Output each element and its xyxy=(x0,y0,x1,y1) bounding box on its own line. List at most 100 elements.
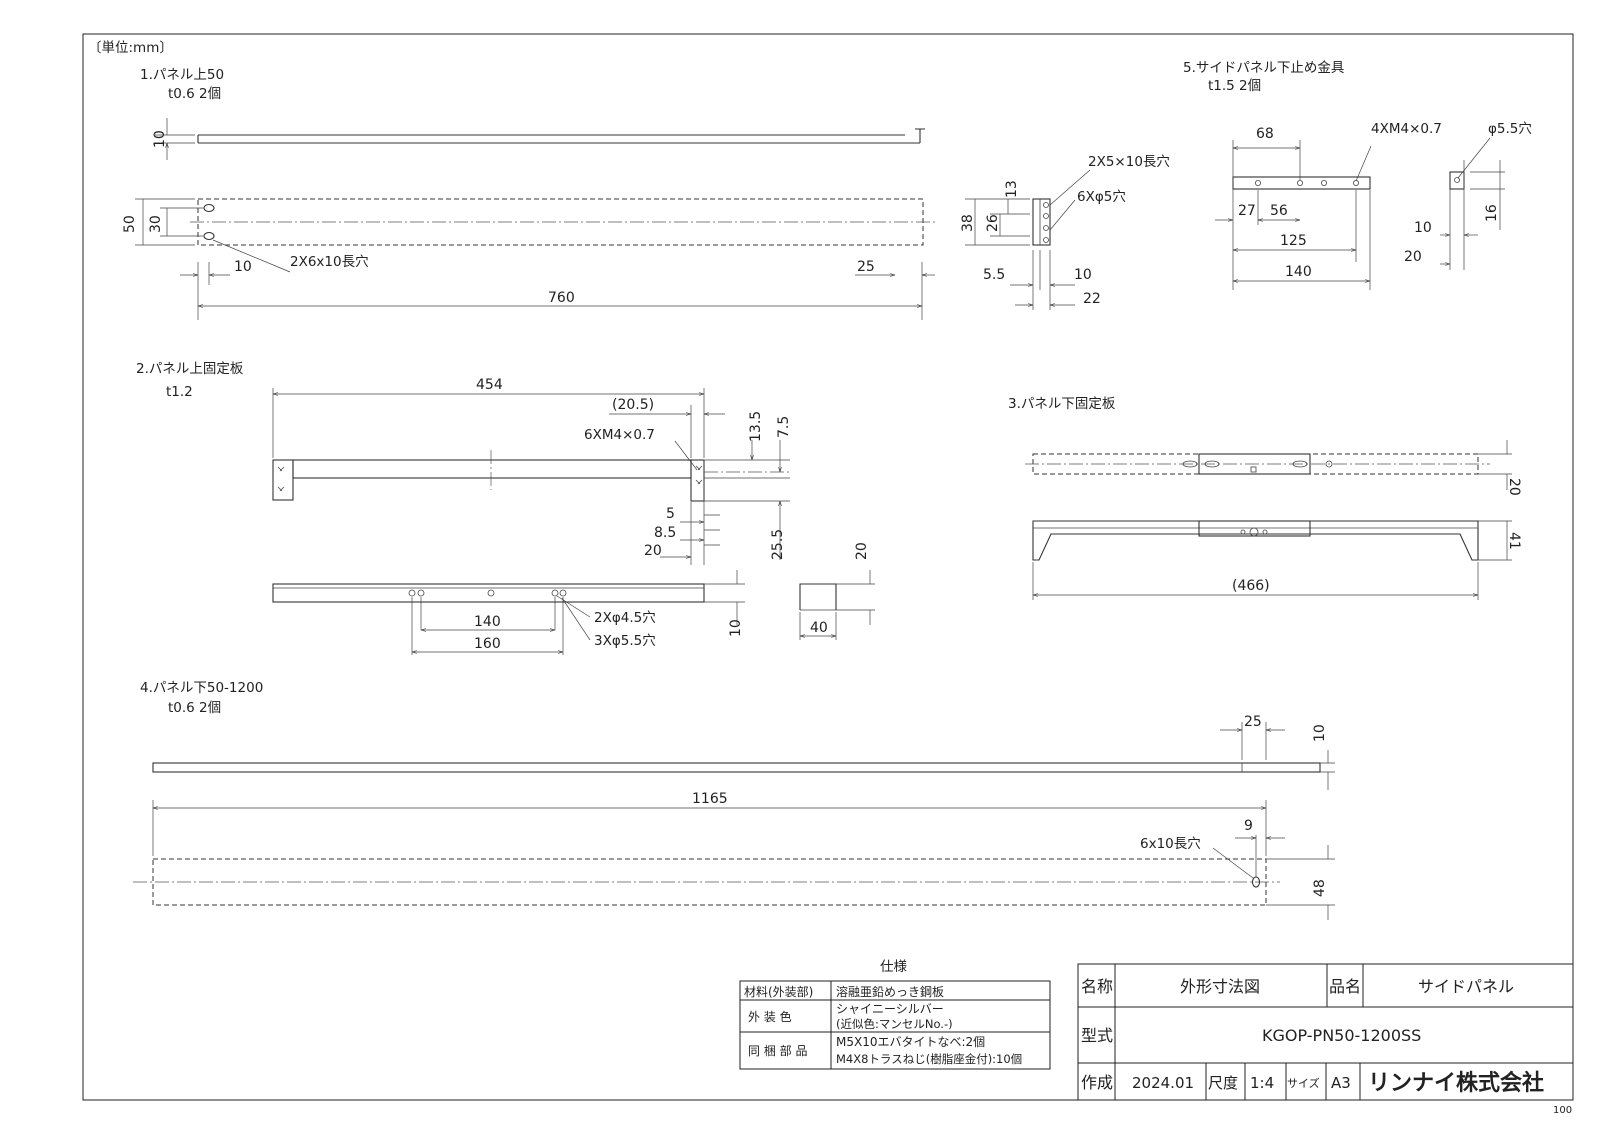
part-2-side-ext xyxy=(799,570,875,640)
part-2-spec: t1.2 xyxy=(166,384,193,400)
unit-note: 〔単位:mm〕 xyxy=(88,40,173,56)
part-2-dim-5-text: 5 xyxy=(666,506,675,522)
part-5-dim-27-text: 27 xyxy=(1238,203,1256,219)
part-2-hole-leader-2 xyxy=(561,597,591,641)
part-2-dim-255-text: 25.5 xyxy=(770,529,786,560)
part-3-title: 3.パネル下固定板 xyxy=(1008,396,1116,412)
part-1-dim-d25: 25 xyxy=(857,259,875,275)
tb-name-value: 外形寸法図 xyxy=(1180,977,1260,996)
part-5-tap-4 xyxy=(1353,179,1360,186)
part-3-front-hole-3 xyxy=(1262,529,1268,535)
part-2-side-piece xyxy=(799,583,837,610)
drawing-frame xyxy=(82,33,1574,1101)
part-5-tap-2 xyxy=(1297,179,1304,186)
part-1-slot-lower xyxy=(203,231,215,241)
part-5-tap-1 xyxy=(1255,179,1262,186)
part-2-dim-85-text: 8.5 xyxy=(654,525,676,541)
part-4-spec: t0.6 2個 xyxy=(168,700,221,716)
spec-row-parts-value-2: M4X8トラスねじ(樹脂座金付):10個 xyxy=(836,1052,1022,1066)
bracket-dim-22-text: 22 xyxy=(1083,291,1101,307)
part-2-tab-holes xyxy=(277,465,703,492)
part-4-dim-48-text: 48 xyxy=(1312,879,1328,897)
part-1-slot-note: 2X6x10長穴 xyxy=(290,254,369,270)
part-2-front-body xyxy=(272,583,705,603)
bracket-hole-4 xyxy=(1043,237,1049,243)
part-2-dim-454-text: 454 xyxy=(476,377,503,393)
bracket-detail: 13 38 26 5.5 10 22 2X5×10長穴 6Xφ5穴 xyxy=(960,154,1170,310)
part-1-title: 1.パネル上50 xyxy=(140,67,224,83)
spec-row-parts-value-1: M5X10エバタイトなべ:2個 xyxy=(836,1035,985,1049)
part-3-front-ext xyxy=(1032,520,1512,600)
part-2-tap-leader xyxy=(674,440,698,471)
part-2-title: 2.パネル上固定板 xyxy=(136,361,244,377)
bracket-hole-note: 6Xφ5穴 xyxy=(1077,189,1126,205)
part-1-dim-10-ext xyxy=(155,118,195,160)
part-5-tap-note: 4XM4×0.7 xyxy=(1371,121,1442,137)
part-1-dim-t10: 10 xyxy=(152,130,168,148)
bracket-dim-10-text: 10 xyxy=(1074,267,1092,283)
part-2-dim-20-text: 20 xyxy=(644,543,662,559)
part-5-side-stopper: 5.サイドパネル下止め金具 t1.5 2個 68 27 56 125 140 4… xyxy=(1183,60,1532,290)
spec-row-color-value-2: (近似色:マンセルNo.-) xyxy=(836,1017,953,1031)
spec-row-material-label: 材料(外装部) xyxy=(744,984,813,999)
part-5-side-dims xyxy=(1449,160,1505,270)
tb-size-value: A3 xyxy=(1331,1074,1351,1092)
part-3-hole-1 xyxy=(1325,460,1333,468)
spec-row-color-label: 外 装 色 xyxy=(748,1010,792,1024)
spec-row-parts-label: 同 梱 部 品 xyxy=(748,1043,807,1058)
part-2-front-ext xyxy=(411,570,745,655)
part-2-front-hole-3 xyxy=(487,589,495,597)
part-1-panel-top: 1.パネル上50 t0.6 2個 10 50 30 10 25 760 2X6x… xyxy=(122,67,935,320)
part-5-tap-leader xyxy=(1355,145,1372,182)
part-4-dim-1165-text: 1165 xyxy=(692,791,728,807)
part-4-dim-25-text: 25 xyxy=(1244,714,1262,730)
tb-scale-value: 1:4 xyxy=(1250,1074,1274,1092)
part-1-dim-h30: 30 xyxy=(148,215,164,233)
spec-row-color-value-1: シャイニーシルバー xyxy=(836,1002,944,1016)
part-5-dim-125-text: 125 xyxy=(1280,233,1307,249)
part-2-front-hole-2 xyxy=(417,589,425,597)
part-3-top-ext xyxy=(1478,440,1512,490)
part-2-dim-10-text: 10 xyxy=(728,619,744,637)
tb-product-label: 品名 xyxy=(1329,977,1361,996)
tb-made-label: 作成 xyxy=(1081,1073,1113,1092)
part-2-front-hole-5 xyxy=(559,589,567,597)
part-5-spec: t1.5 2個 xyxy=(1208,78,1261,94)
part-3-front-view xyxy=(1032,520,1479,561)
bracket-slot-note: 2X5×10長穴 xyxy=(1088,154,1170,170)
part-1-slot-upper xyxy=(203,203,215,213)
part-1-spec: t0.6 2個 xyxy=(168,86,221,102)
bracket-hole-1 xyxy=(1043,202,1049,208)
part-2-front-hole-1 xyxy=(408,589,416,597)
part-3-top-inner xyxy=(1198,453,1311,475)
bracket-dim-26: 26 xyxy=(985,214,1001,232)
tb-name-label: 名称 xyxy=(1081,977,1113,996)
part-3-slot-3 xyxy=(1292,460,1308,468)
bracket-dim-38: 38 xyxy=(960,214,976,232)
part-5-dim-20-text: 20 xyxy=(1404,249,1422,265)
tb-size-label: サイズ xyxy=(1287,1076,1320,1090)
part-5-dim-68-text: 68 xyxy=(1256,126,1274,142)
bracket-dim-13: 13 xyxy=(1004,180,1020,198)
bracket-hole-3 xyxy=(1043,225,1049,231)
part-5-body xyxy=(1232,176,1371,190)
part-5-dim-56-text: 56 xyxy=(1270,203,1288,219)
page-corner-number: 100 xyxy=(1553,1105,1572,1116)
spec-row-material-value: 溶融亜鉛めっき鋼板 xyxy=(836,984,944,999)
part-2-hole-note-1: 2Xφ4.5穴 xyxy=(594,610,656,626)
part-2-dim-40-text: 40 xyxy=(810,620,828,636)
part-2-top-left-tab xyxy=(272,459,294,501)
bracket-leader-1 xyxy=(1049,169,1091,206)
part-3-front-hole-2 xyxy=(1240,529,1246,535)
part-4-dim-9-text: 9 xyxy=(1244,818,1253,834)
bracket-dim-55-text: 5.5 xyxy=(983,267,1005,283)
part-1-slot-leader xyxy=(212,239,291,273)
part-5-dim-16-text: 16 xyxy=(1484,204,1500,222)
part-4-side-ext xyxy=(1241,722,1335,790)
part-2-hole-note-2: 3Xφ5.5穴 xyxy=(594,633,656,649)
part-2-dim-75-text: 7.5 xyxy=(776,416,792,438)
tb-scale-label: 尺度 xyxy=(1208,1074,1238,1092)
part-4-slot-leader xyxy=(1212,847,1254,879)
part-5-dim-140-text: 140 xyxy=(1285,264,1312,280)
